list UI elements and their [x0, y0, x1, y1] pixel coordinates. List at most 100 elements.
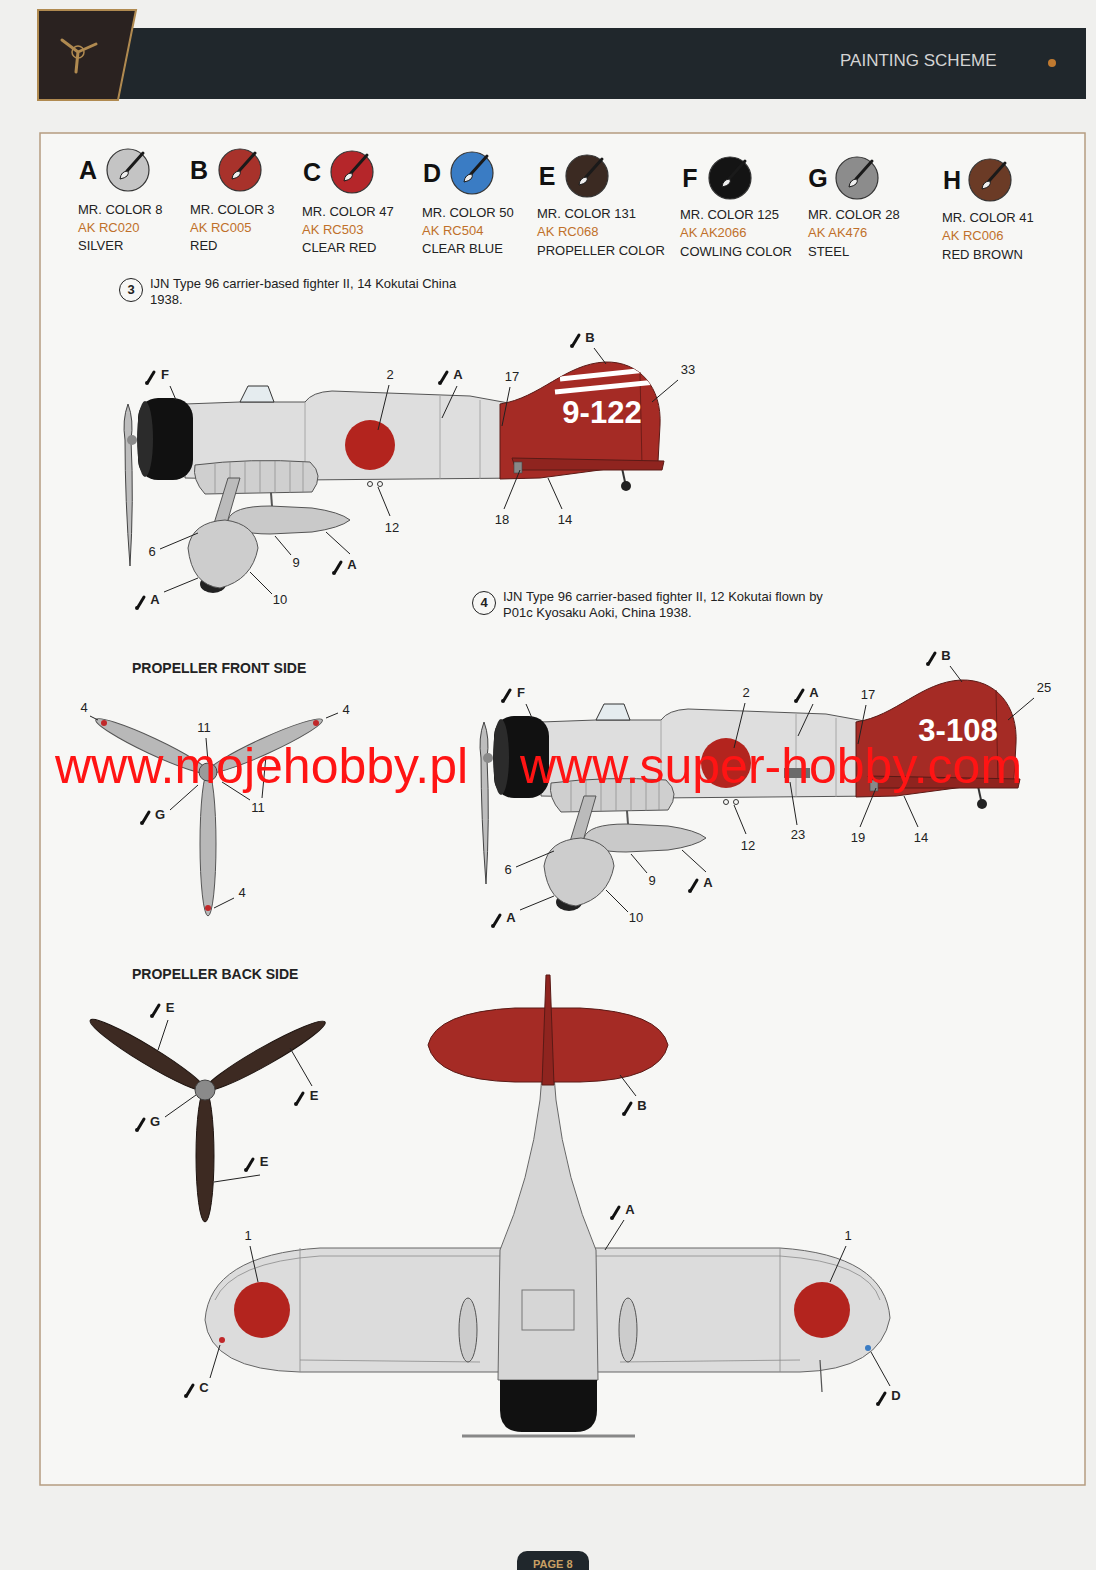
aircraft-bottom-view — [610, 1207, 619, 1220]
aircraft-bottom-view — [865, 1345, 871, 1351]
propeller-back — [195, 1080, 215, 1100]
page-number-tab: PAGE 8 — [517, 1551, 589, 1570]
brush-icon — [722, 179, 730, 187]
paint-name: RED — [190, 239, 217, 254]
brush-icon — [849, 179, 857, 187]
brush-icon — [729, 161, 745, 179]
callout-number: 9 — [648, 874, 655, 889]
propeller-back — [86, 1005, 330, 1222]
propeller-back — [294, 1093, 303, 1106]
paint-callout: A — [506, 911, 515, 926]
propeller-back — [201, 1014, 330, 1098]
paint-name: STEEL — [808, 245, 849, 260]
profile-number: 3IJN Type 96 carrier-based fighter II, 1… — [119, 278, 143, 302]
paint-callout: B — [637, 1099, 646, 1114]
propeller-back — [244, 1159, 253, 1172]
brush-icon — [232, 171, 240, 179]
paint-swatch-circle — [451, 152, 493, 194]
propeller-back — [196, 1090, 214, 1222]
tail-stripes — [555, 368, 665, 392]
brush-icon — [471, 156, 487, 174]
fin — [542, 975, 554, 1085]
paint-code-ak: AK RC503 — [302, 223, 363, 238]
propeller-front — [214, 898, 234, 908]
paint-letter: G — [808, 164, 827, 193]
paint-letter: D — [423, 159, 441, 188]
paint-callout: F — [517, 686, 525, 701]
callout-number: 25 — [1037, 681, 1051, 696]
aircraft-side-view-3 — [124, 335, 678, 610]
paint-code-ak: AK RC020 — [78, 221, 139, 236]
page-number: PAGE 8 — [533, 1558, 573, 1570]
paint-swatch — [705, 153, 755, 203]
callout-number: 14 — [914, 831, 928, 846]
paint-callout: B — [941, 649, 950, 664]
callout-number: 1 — [244, 1229, 251, 1244]
paint-code: MR. COLOR 125 — [680, 208, 779, 223]
paint-callout: E — [260, 1155, 269, 1170]
paint-callout: G — [150, 1115, 160, 1130]
hinomaru — [234, 1282, 290, 1338]
profile-number-text: 3 — [127, 283, 134, 298]
propeller-back — [214, 1175, 260, 1182]
paint-code-ak: AK RC006 — [942, 229, 1003, 244]
paint-swatch — [832, 153, 882, 203]
aircraft-bottom-view — [250, 1246, 258, 1282]
paint-callout: B — [585, 331, 594, 346]
callout-number: 23 — [791, 828, 805, 843]
paint-callout: A — [150, 593, 159, 608]
paint-name: COWLING COLOR — [680, 245, 792, 260]
aircraft-bottom-view — [820, 1360, 822, 1392]
aircraft-bottom-view — [619, 1298, 637, 1362]
propeller-front — [90, 716, 98, 720]
callout-number: 17 — [861, 688, 875, 703]
callout-number: 4 — [238, 886, 245, 901]
propeller-back — [290, 1048, 312, 1086]
propeller-front — [326, 713, 338, 718]
paint-name: CLEAR BLUE — [422, 242, 503, 257]
paint-callout: A — [809, 686, 818, 701]
paint-name: CLEAR RED — [302, 241, 376, 256]
paint-callout: A — [625, 1203, 634, 1218]
callout-number: 10 — [629, 911, 643, 926]
paint-callout: D — [891, 1389, 900, 1404]
paint-swatch-circle — [107, 149, 149, 191]
callout-number: 1 — [844, 1229, 851, 1244]
callout-number: 6 — [504, 863, 511, 878]
callout-number: 2 — [742, 686, 749, 701]
callout-number: 6 — [148, 545, 155, 560]
paint-letter: A — [79, 156, 97, 185]
paint-swatch — [103, 145, 153, 195]
paint-callout: G — [155, 808, 165, 823]
paint-name: SILVER — [78, 239, 123, 254]
cowling — [500, 1380, 597, 1432]
profile-number-text: 4 — [480, 596, 487, 611]
brush-icon — [464, 174, 472, 182]
paint-code: MR. COLOR 50 — [422, 206, 514, 221]
page-title: PAINTING SCHEME — [840, 51, 996, 71]
paint-letter: E — [539, 162, 556, 191]
propeller-back — [150, 1005, 159, 1018]
callout-number: 12 — [385, 521, 399, 536]
callout-number: 12 — [741, 839, 755, 854]
paint-swatch-circle — [566, 155, 608, 197]
aircraft-bottom-view — [184, 1385, 193, 1398]
paint-code-ak: AK RC068 — [537, 225, 598, 240]
callout-number: 19 — [851, 831, 865, 846]
propeller-front — [101, 720, 107, 726]
paint-code-ak: AK RC005 — [190, 221, 251, 236]
aircraft-bottom-view — [605, 1220, 624, 1250]
paint-swatch — [215, 145, 265, 195]
paint-letter: B — [190, 156, 208, 185]
paint-code: MR. COLOR 41 — [942, 211, 1034, 226]
brush-icon — [982, 181, 990, 189]
callout-number: 11 — [251, 801, 265, 816]
paint-callout: E — [166, 1001, 175, 1016]
propeller-front — [205, 905, 211, 911]
callout-number: 4 — [342, 703, 349, 718]
paint-callout: A — [453, 368, 462, 383]
brush-icon — [579, 177, 587, 185]
paint-callout: C — [199, 1381, 208, 1396]
